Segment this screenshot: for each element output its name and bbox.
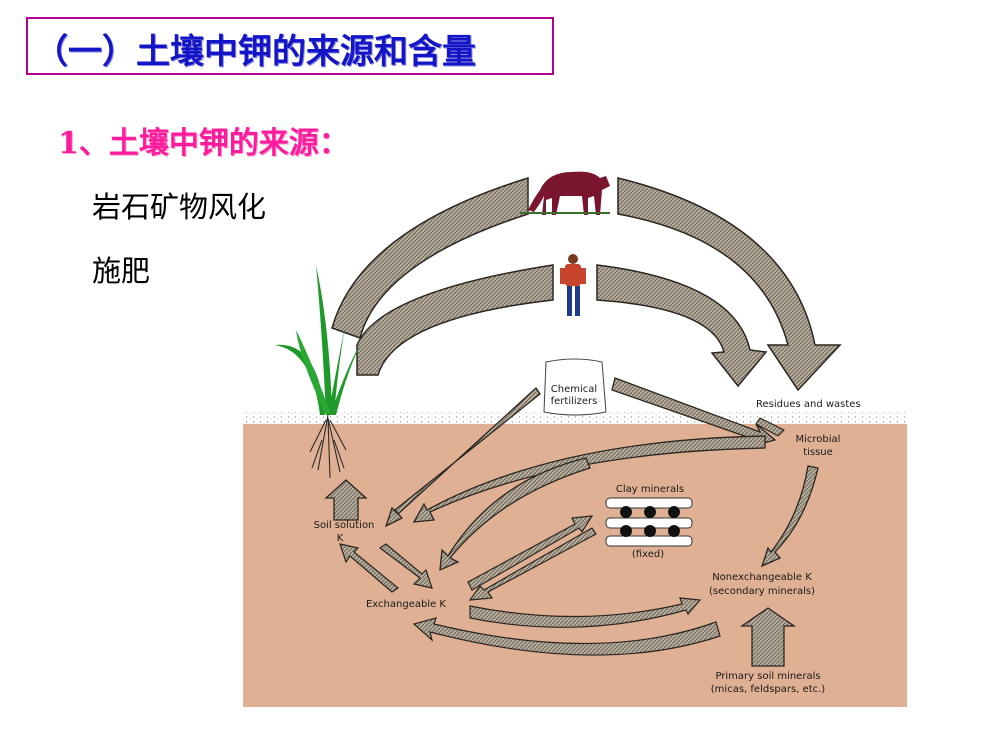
arrow-microbial-to-soil-solution: [412, 435, 766, 523]
label-clay-minerals: Clay minerals: [616, 484, 684, 495]
arrow-animal-to-residues: [617, 177, 842, 392]
label-chemical-fertilizers-1: Chemical: [551, 384, 597, 395]
arrow-exchangeable-to-nonexchangeable: [469, 597, 702, 628]
label-chemical-fertilizers-2: fertilizers: [551, 396, 598, 407]
horse-illustration: [520, 171, 610, 215]
title-box: [26, 17, 554, 75]
arrow-fertilizer-to-soil-solution: [384, 387, 541, 528]
arrow-exchangeable-to-soil-solution: [339, 543, 400, 593]
label-nonexchangeable-2: (secondary minerals): [709, 586, 815, 597]
label-exchangeable-k: Exchangeable K: [366, 599, 446, 610]
label-microbial-tissue-2: tissue: [803, 447, 833, 458]
human-illustration: [560, 254, 586, 316]
slide-title: （一）土壤中钾的来源和含量: [34, 32, 476, 72]
label-microbial-tissue-1: Microbial: [796, 434, 841, 445]
arrow-plant-to-human: [356, 264, 554, 376]
label-soil-solution-2: K: [337, 533, 344, 544]
arrow-human-to-residues: [596, 264, 768, 388]
soil-surface: [243, 412, 907, 424]
arrow-primary-to-nonexchangeable: [739, 607, 797, 667]
label-soil-solution-1: Soil solution: [314, 520, 375, 531]
slide-subtitle: 1、土壤中钾的来源：: [58, 126, 349, 161]
fertilizer-bag-icon: [543, 358, 607, 416]
arrow-plant-to-residues-outer: [331, 176, 529, 339]
arrow-microbial-to-nonexchangeable: [760, 465, 819, 568]
label-residues-wastes: Residues and wastes: [756, 399, 861, 410]
clay-minerals-illustration: [605, 497, 693, 547]
arrow-nonexchangeable-to-exchangeable: [412, 617, 721, 656]
arrow-soil-solution-to-exchangeable: [378, 543, 433, 589]
arrow-clay-to-exchangeable: [468, 527, 597, 601]
label-primary-minerals-2: (micas, feldspars, etc.): [711, 684, 826, 695]
label-nonexchangeable-1: Nonexchangeable K: [712, 572, 812, 583]
arrow-microbial-to-exchangeable: [439, 457, 591, 572]
arrow-exchangeable-to-clay: [467, 515, 594, 591]
arrow-residues-to-microbial: [755, 417, 785, 437]
plant-illustration: [274, 265, 360, 479]
arrow-soil-solution-to-plant: [324, 479, 368, 521]
label-primary-minerals-1: Primary soil minerals: [715, 671, 820, 682]
label-fixed: (fixed): [632, 549, 664, 560]
source-item-fertilization: 施肥: [92, 254, 151, 288]
source-item-weathering: 岩石矿物风化: [92, 190, 267, 224]
